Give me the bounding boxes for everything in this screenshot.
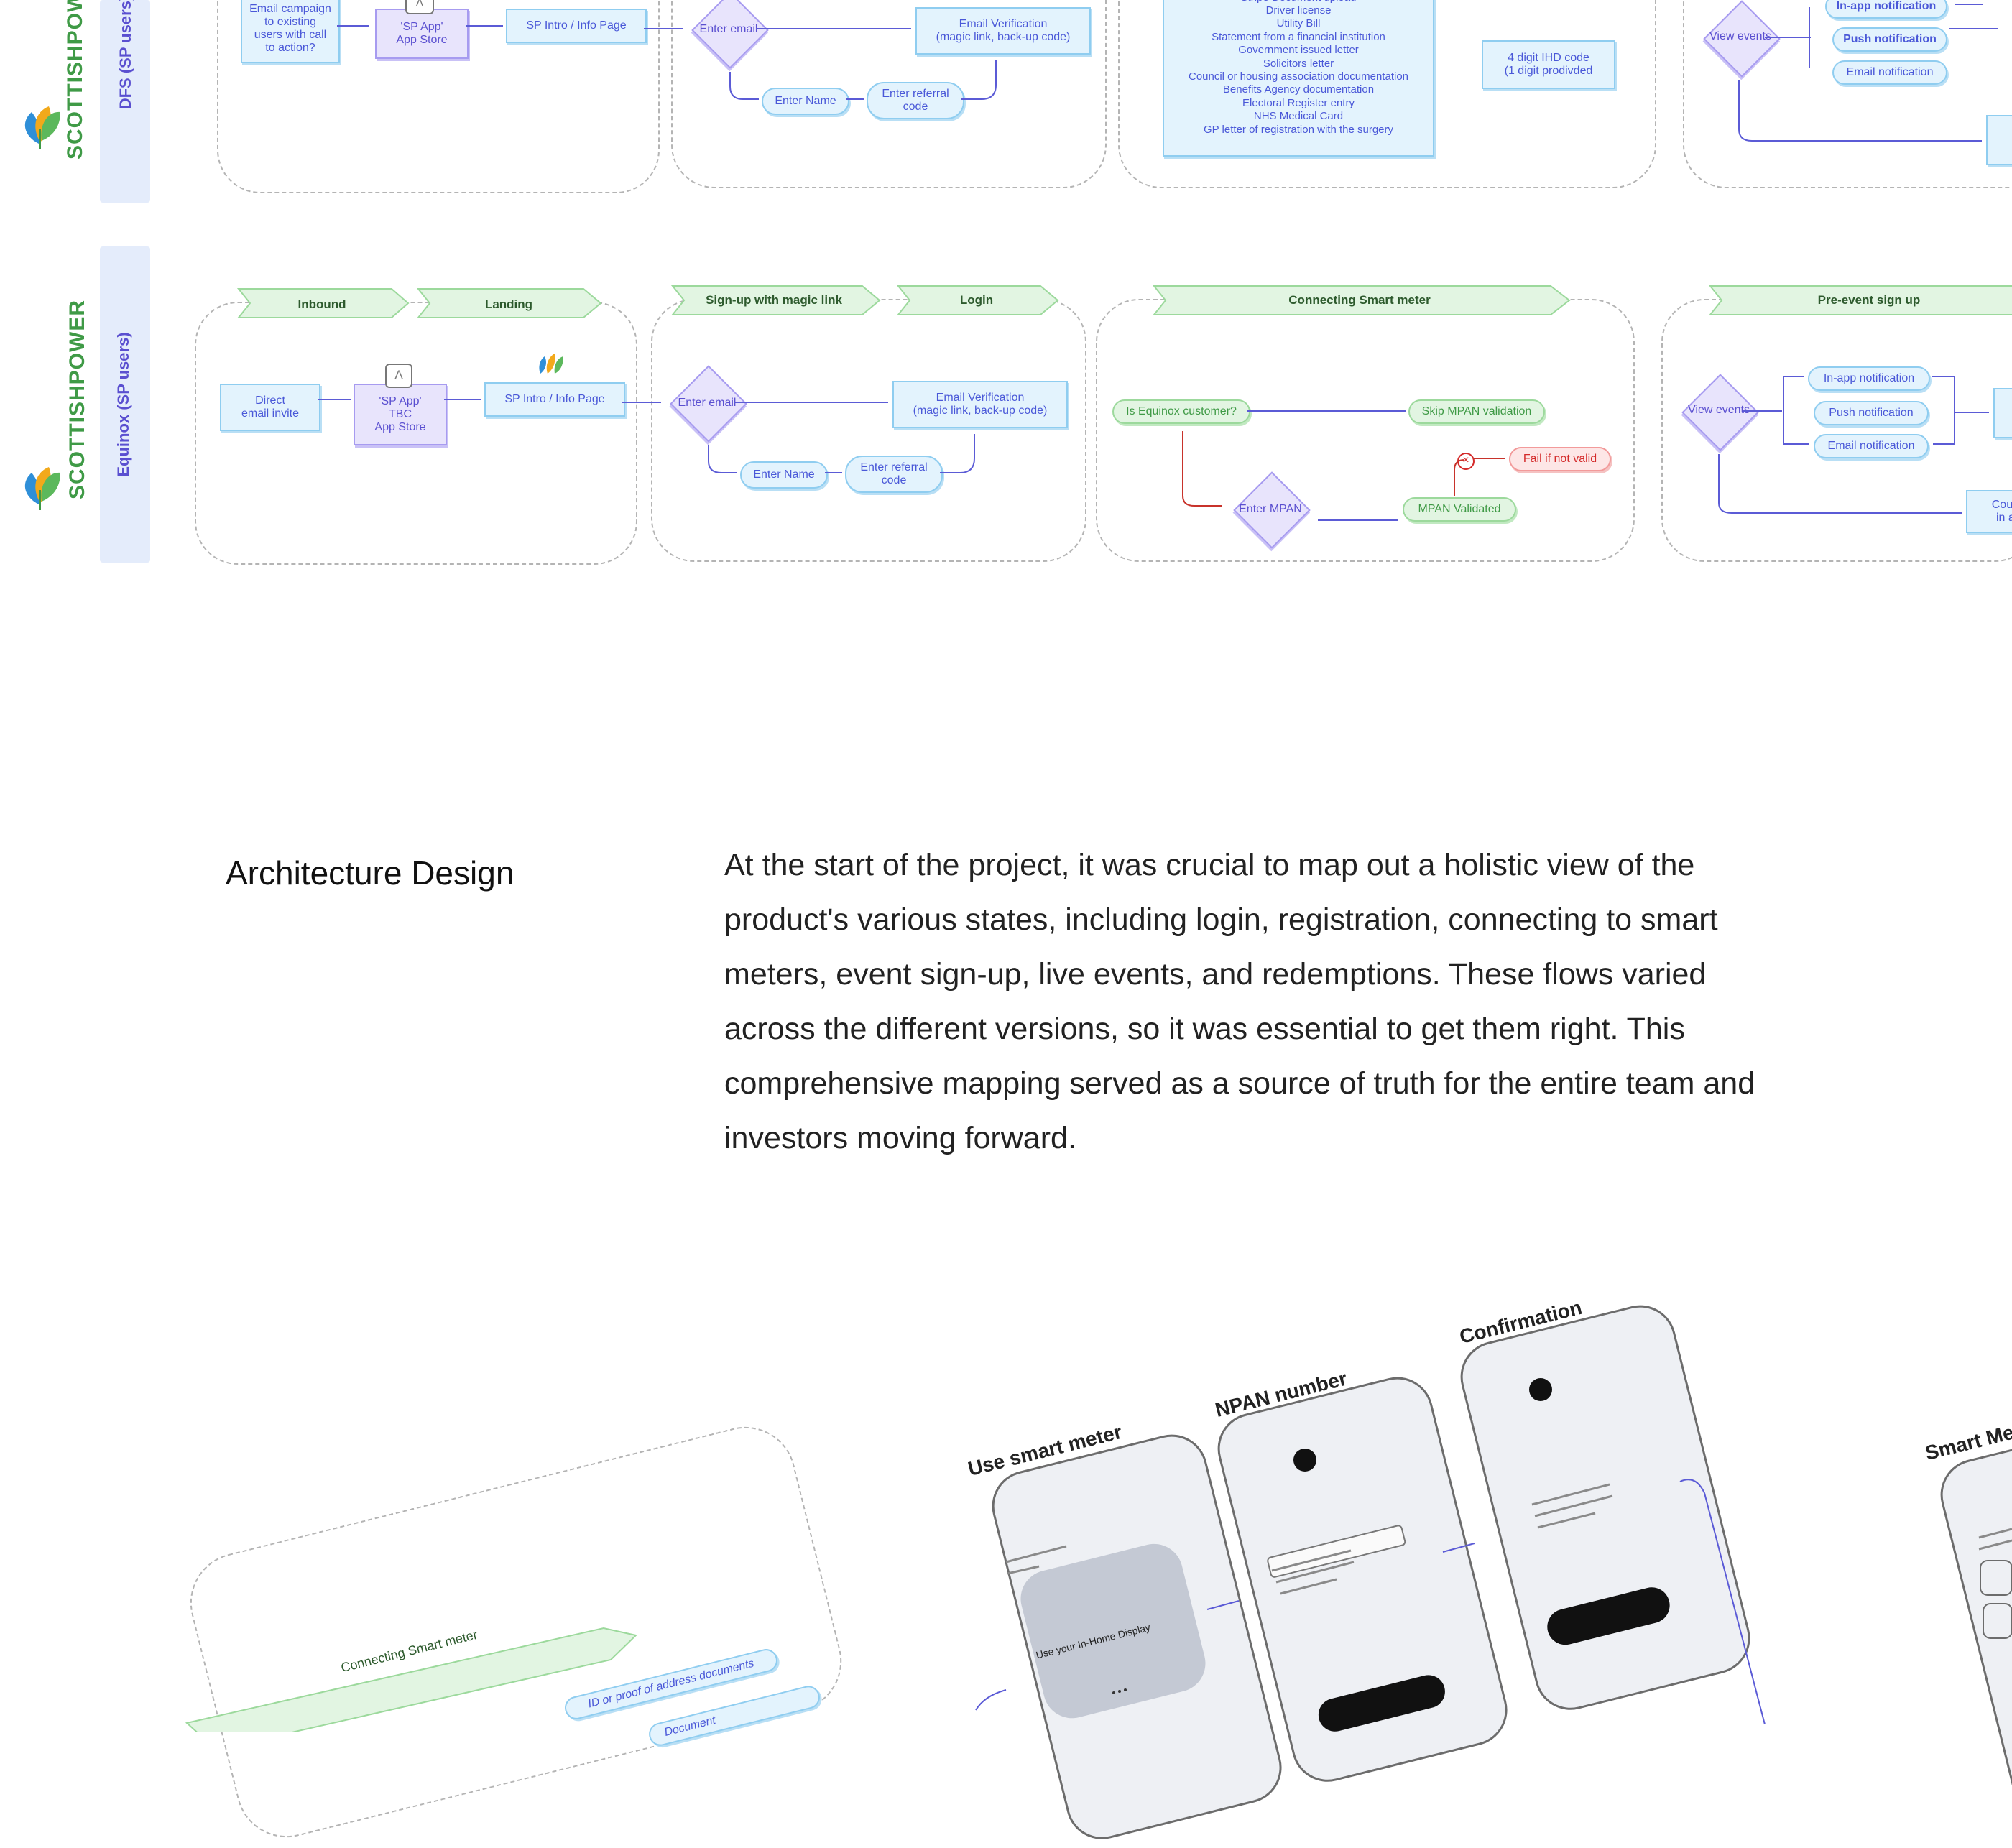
is-equinox-node: Is Equinox customer? (1112, 399, 1250, 424)
referral-node: Enter referral code (845, 456, 943, 493)
email-notification-node: Email notification (1832, 60, 1947, 85)
lane1-smart-group (1118, 0, 1656, 188)
fail-node: Fail if not valid (1509, 447, 1611, 471)
bottom-connecting-header (185, 1627, 638, 1732)
enter-email-label: Enter email (699, 23, 758, 35)
documents-list: Stripe Document upload Driver license Ut… (1163, 0, 1434, 157)
lane2-inbound-group (195, 302, 637, 565)
inapp-notification-node: In-app notification (1808, 366, 1930, 391)
brand-drops-icon (539, 354, 563, 374)
lane1-inbound-group (217, 0, 660, 193)
enter-email-label: Enter email (678, 397, 737, 409)
email-verification-node: Email Verification (magic link, back-up … (892, 381, 1068, 428)
lane1-countdown-node (1986, 115, 2012, 165)
inapp-notification-node: In-app notification (1825, 0, 1947, 19)
ihd-code-node: 4 digit IHD code (1 digit prodivded (1482, 40, 1615, 89)
push-notification-node: Push notification (1814, 401, 1929, 425)
lane1-connectors (337, 4, 1998, 142)
enter-name-node: Enter Name (740, 461, 828, 489)
smart-header: Connecting Smart meter (1288, 293, 1431, 307)
view-events-label: View events (1688, 404, 1750, 416)
skip-mpan-node: Skip MPAN validation (1408, 399, 1545, 424)
landing-header: Landing (484, 297, 533, 311)
lane1-sidebar (100, 0, 150, 203)
app-store-icon: Λ (405, 0, 434, 14)
lane1-signup-group (671, 0, 1107, 188)
sp-app-node: 'SP App' App Store (375, 9, 469, 59)
lane2-connectors (318, 376, 1989, 521)
mpan-validated-node: MPAN Validated (1403, 497, 1516, 522)
inbound-header: Inbound (297, 297, 346, 311)
countdown-node: Coun in a (1966, 490, 2012, 533)
sp-intro-node: SP Intro / Info Page (506, 9, 647, 43)
email-verification-node: Email Verification (magic link, back-up … (915, 7, 1091, 55)
push-notification-node: Push notification (1832, 27, 1947, 52)
email-notification-node: Email notification (1814, 434, 1929, 458)
camera-dot-icon (1293, 1449, 1316, 1472)
section-title: Architecture Design (226, 854, 514, 892)
app-store-icon: Λ (385, 364, 412, 388)
scottishpower-logo (24, 106, 60, 149)
view-events-label: View events (1709, 30, 1771, 42)
lane2-right-partial-node (1993, 388, 2012, 438)
camera-dot-icon (1529, 1378, 1552, 1401)
email-campaign-node: Email campaign to existing users with ca… (241, 0, 340, 63)
lane2-sidebar (100, 246, 150, 563)
lane2-stage-headers (236, 285, 2012, 318)
direct-email-node: Direct email invite (220, 384, 320, 431)
phone-decor (975, 1479, 2012, 1724)
lane1-preevent-group (1683, 0, 2012, 188)
section-body: At the start of the project, it was cruc… (724, 848, 1755, 1155)
enter-mpan-label: Enter MPAN (1239, 503, 1302, 515)
scottishpower-logo (24, 467, 60, 510)
enter-name-node: Enter Name (762, 88, 849, 115)
preevent-header: Pre-event sign up (1817, 293, 1921, 307)
login-header: Login (959, 293, 994, 307)
sp-intro-node: SP Intro / Info Page (484, 382, 625, 417)
signup-header: Sign-up with magic link (706, 293, 842, 307)
referral-node: Enter referral code (867, 82, 964, 119)
